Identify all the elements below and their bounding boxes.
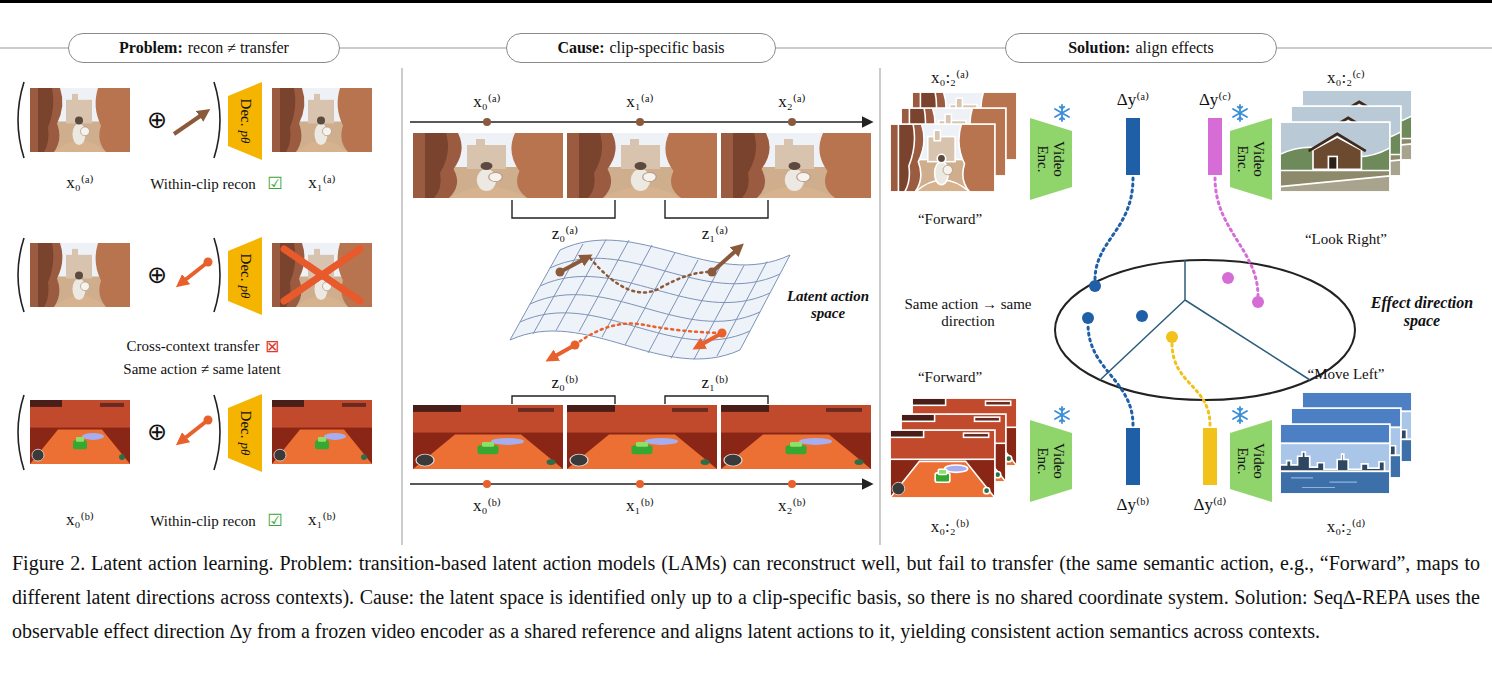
math-label: x₀⁽ᵃ⁾ [66, 173, 93, 193]
block-param: pθ [238, 131, 253, 144]
decoder-block: Dec. pθ [228, 237, 262, 315]
symbol-mark: ⊕ [147, 107, 167, 135]
block-name: Video Enc. [1235, 141, 1267, 177]
math-label: x₀⁽ᵃ⁾ [473, 92, 500, 112]
math-label: x₁⁽ᵃ⁾ [308, 173, 335, 193]
math-label: x₀:₂⁽ᵈ⁾ [1327, 517, 1366, 537]
math-label: Δy⁽ᵃ⁾ [1117, 90, 1149, 110]
math-label: x₂⁽ᵃ⁾ [778, 92, 805, 112]
video-encoder-block: Video Enc. [1030, 118, 1072, 200]
rotated-text: Video Enc. [1235, 432, 1267, 490]
video-encoder-block: Video Enc. [1230, 420, 1272, 502]
cross-mark: ⊠ [265, 337, 279, 357]
math-label: Δy⁽ᶜ⁾ [1199, 90, 1231, 110]
rotated-text: Video Enc. [1035, 130, 1067, 188]
rotated-text: Video Enc. [1235, 130, 1267, 188]
rotated-text: Dec. pθ [237, 254, 254, 299]
note-text: Within-clip recon [150, 176, 256, 193]
check-mark: ☑ [267, 174, 282, 194]
rotated-text: Dec. pθ [237, 411, 254, 456]
block-param: pθ [238, 443, 253, 456]
math-label: x₀⁽ᵇ⁾ [473, 496, 501, 516]
section-pill: Cause: clip-specific basis [506, 33, 776, 63]
decoder-block: Dec. pθ [228, 82, 262, 160]
section-pill: Problem: recon ≠ transfer [68, 33, 340, 63]
note-text: “Move Left” [1307, 366, 1384, 383]
math-label: x₁⁽ᵇ⁾ [308, 510, 336, 530]
note-text: Same action → same direction [901, 296, 1036, 331]
video-encoder-block: Video Enc. [1230, 118, 1272, 200]
block-name: Video Enc. [1035, 443, 1067, 479]
block-name: Dec. [238, 411, 254, 439]
math-label: z₁⁽ᵃ⁾ [702, 224, 728, 244]
math-label: Δy⁽ᵇ⁾ [1116, 495, 1149, 515]
note-text: “Look Right” [1305, 231, 1387, 248]
math-label: x₁⁽ᵇ⁾ [626, 496, 654, 516]
math-label: Δy⁽ᵈ⁾ [1193, 495, 1226, 515]
block-name: Video Enc. [1235, 443, 1267, 479]
rotated-text: Video Enc. [1035, 432, 1067, 490]
note-text: Cross-context transfer [127, 338, 260, 355]
math-label: x₀:₂⁽ᶜ⁾ [1327, 68, 1365, 88]
math-label: x₂⁽ᵇ⁾ [778, 496, 806, 516]
video-encoder-block: Video Enc. [1030, 420, 1072, 502]
symbol-mark: ⊕ [147, 262, 167, 290]
math-label: x₀:₂⁽ᵃ⁾ [931, 68, 969, 88]
block-param: pθ [238, 286, 253, 299]
pill-body: align effects [1135, 39, 1213, 57]
section-pill: Solution: align effects [1005, 33, 1277, 63]
math-label: x₀⁽ᵇ⁾ [66, 510, 94, 530]
note-text: “Forward” [918, 211, 982, 228]
pill-heading: Solution: [1068, 39, 1130, 57]
space-title: Latent action space [780, 288, 876, 323]
space-title: Effect direction space [1360, 294, 1484, 331]
note-text: Same action ≠ same latent [123, 361, 280, 378]
block-name: Video Enc. [1035, 141, 1067, 177]
note-text: “Forward” [918, 369, 982, 386]
check-mark: ☑ [267, 511, 282, 531]
decoder-block: Dec. pθ [228, 394, 262, 472]
block-name: Dec. [238, 99, 254, 127]
pill-heading: Problem: [119, 39, 183, 57]
rotated-text: Dec. pθ [237, 99, 254, 144]
math-label: x₁⁽ᵃ⁾ [626, 92, 653, 112]
symbol-mark: ⊕ [147, 419, 167, 447]
figure-caption: Figure 2. Latent action learning. Proble… [12, 546, 1480, 648]
pill-heading: Cause: [557, 39, 604, 57]
math-label: z₁⁽ᵇ⁾ [701, 373, 728, 393]
math-label: z₀⁽ᵃ⁾ [552, 224, 578, 244]
pill-body: recon ≠ transfer [188, 39, 289, 57]
pill-body: clip-specific basis [610, 39, 725, 57]
note-text: Within-clip recon [150, 513, 256, 530]
math-label: x₀:₂⁽ᵇ⁾ [931, 517, 970, 537]
math-label: z₀⁽ᵇ⁾ [551, 373, 578, 393]
block-name: Dec. [238, 254, 254, 282]
